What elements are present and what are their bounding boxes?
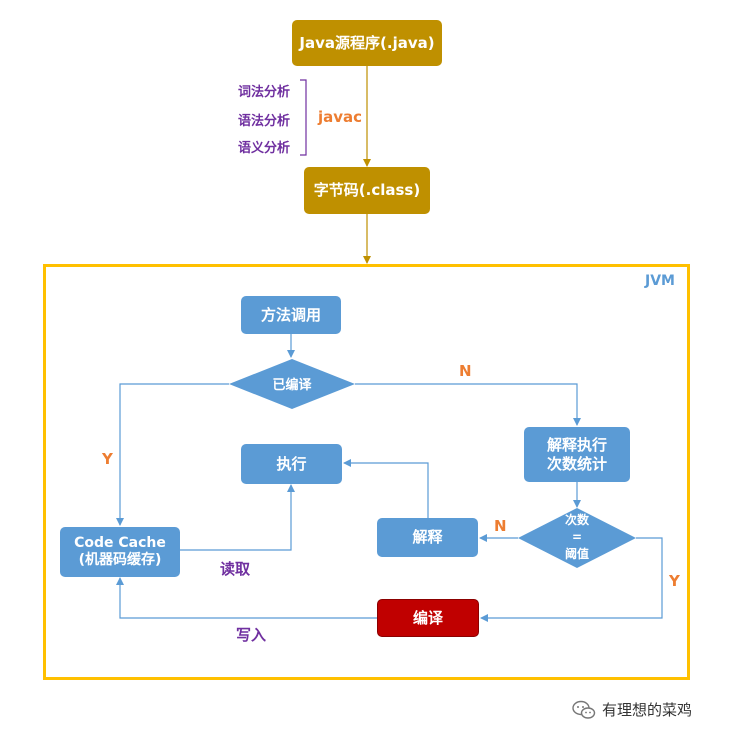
edge-label-read: 读取 — [220, 560, 251, 578]
javac-bracket — [300, 79, 307, 156]
javac-label: javac — [318, 108, 363, 126]
jvm-label: JVM — [645, 273, 675, 289]
arrow-codecache-read — [180, 484, 295, 551]
arrow-compiled-yes — [116, 383, 229, 526]
interpret-execute-line1: 解释执行 — [546, 435, 607, 454]
execute-box: 执行 — [241, 444, 342, 484]
watermark-text: 有理想的菜鸡 — [602, 701, 693, 719]
arrow-compiled-no — [355, 383, 581, 426]
execute-label: 执行 — [276, 454, 307, 473]
stage-syntax: 语法分析 — [238, 114, 291, 129]
edge-label-write: 写入 — [236, 626, 267, 644]
threshold-decision-diamond — [518, 508, 636, 568]
threshold-text-2: = — [572, 530, 582, 544]
compile-label: 编译 — [412, 608, 443, 627]
interpret-label: 解释 — [412, 528, 443, 547]
method-call-box: 方法调用 — [241, 296, 341, 334]
edge-label-no-threshold: N — [494, 517, 507, 535]
arrow-compile-write — [116, 577, 377, 619]
arrow-interpret-to-execute — [343, 459, 429, 518]
compiled-decision-text: 已编译 — [272, 377, 312, 393]
threshold-text-1: 次数 — [565, 512, 590, 527]
java-source-label: Java源程序(.java) — [299, 33, 435, 52]
stage-semantic: 语义分析 — [238, 141, 291, 156]
code-cache-line1: Code Cache — [74, 534, 166, 551]
arrow-threshold-yes — [480, 537, 663, 622]
method-call-label: 方法调用 — [260, 305, 321, 324]
compile-box: 编译 — [377, 599, 479, 637]
stage-lexical: 词法分析 — [238, 85, 291, 100]
bytecode-label: 字节码(.class) — [313, 181, 421, 200]
compiled-decision-diamond — [229, 359, 355, 409]
code-cache-line2: (机器码缓存) — [78, 552, 162, 568]
watermark: 有理想的菜鸡 — [572, 699, 692, 720]
bytecode-box: 字节码(.class) — [304, 167, 430, 214]
interpret-execute-box: 解释执行 次数统计 — [524, 427, 630, 482]
edge-label-yes-threshold: Y — [669, 572, 680, 590]
code-cache-box: Code Cache (机器码缓存) — [60, 527, 180, 577]
edge-label-no-compiled: N — [459, 362, 472, 380]
interpret-box: 解释 — [377, 518, 478, 557]
jvm-frame: JVM — [43, 264, 690, 680]
threshold-text-3: 阈值 — [565, 546, 589, 561]
interpret-execute-line2: 次数统计 — [546, 454, 607, 473]
wechat-icon — [572, 700, 596, 719]
java-source-box: Java源程序(.java) — [292, 20, 442, 66]
edge-label-yes-compiled: Y — [102, 450, 113, 468]
